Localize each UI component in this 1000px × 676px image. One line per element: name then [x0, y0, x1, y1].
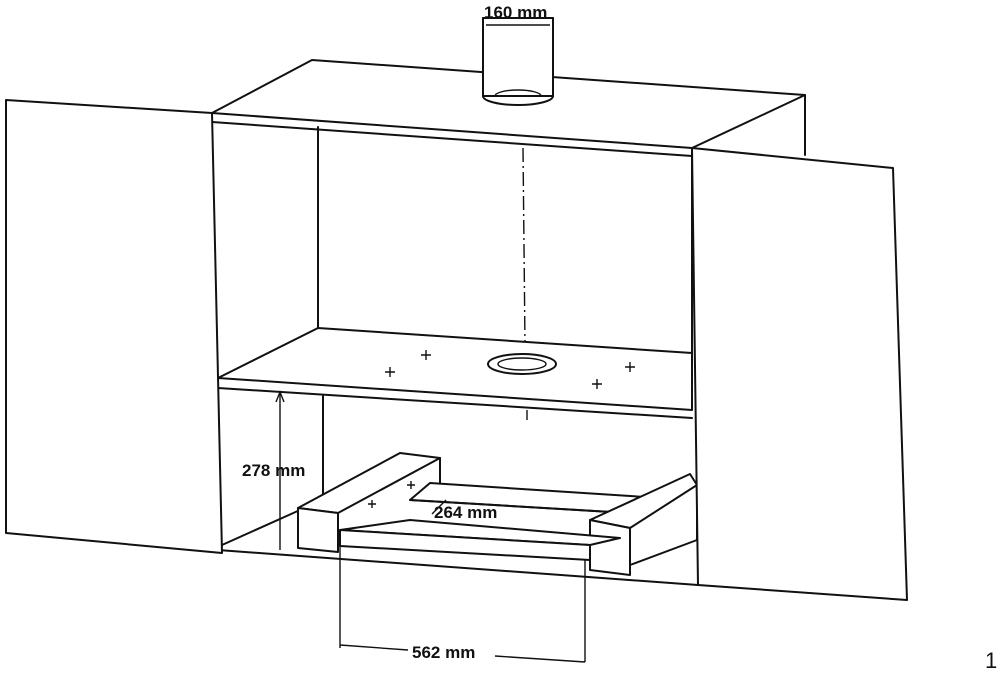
- duct-diameter-label: 160 mm: [484, 3, 547, 22]
- right-rail-bottom-edge: [629, 539, 698, 566]
- lower-floor-left-edge: [221, 509, 301, 546]
- shelf-screw-marks: [385, 350, 635, 389]
- width-label: 562 mm: [412, 643, 475, 662]
- left-side-panel: [5, 99, 223, 554]
- front-rail-front: [339, 529, 591, 561]
- top-duct-body: [482, 17, 554, 97]
- left-rail-front: [297, 507, 339, 553]
- back-rail-front-edge: [409, 499, 629, 514]
- left-rail-screw-a: [368, 500, 376, 508]
- top-duct-inner-rim: [494, 89, 542, 97]
- depth-label: 264 mm: [434, 503, 497, 522]
- width-dimension-left: [339, 644, 409, 651]
- cabinet-top-front-edge: [211, 121, 693, 157]
- height-arrow-top: [275, 390, 285, 403]
- right-side-panel: [691, 147, 908, 601]
- width-dimension-right: [494, 655, 586, 663]
- left-rail-screw-b: [407, 481, 415, 489]
- height-label: 278 mm: [242, 461, 305, 480]
- center-axis-line: [522, 147, 526, 346]
- right-rail-front: [589, 519, 631, 576]
- depth-leader: [431, 499, 447, 515]
- shelf-front-edge: [217, 387, 693, 419]
- corner-mark: 1: [985, 648, 997, 673]
- shelf-duct-hole-inner: [497, 357, 547, 371]
- top-duct-bottom-rim: [482, 95, 554, 106]
- shelf-panel: [217, 327, 693, 411]
- shelf-duct-hole: [487, 353, 557, 375]
- cabinet-bottom-edge: [217, 549, 699, 586]
